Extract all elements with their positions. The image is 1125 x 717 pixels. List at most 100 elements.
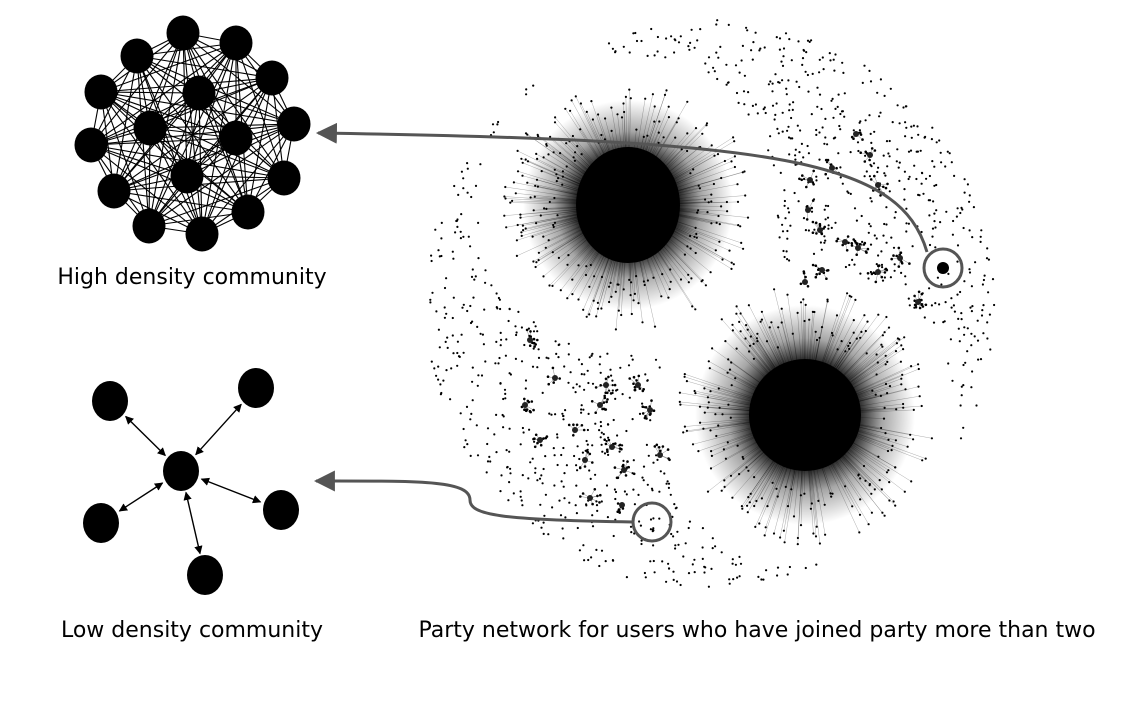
high-density-edge <box>100 91 249 213</box>
isolated-user-dot <box>716 77 719 81</box>
isolated-user-dot <box>824 117 827 120</box>
cluster-node <box>632 472 636 476</box>
isolated-user-dot <box>763 106 766 109</box>
cluster-node <box>534 433 538 437</box>
network-node <box>814 535 818 538</box>
isolated-user-dot <box>652 517 655 520</box>
isolated-user-dot <box>881 266 884 269</box>
isolated-user-dot <box>649 518 653 521</box>
cluster-node <box>606 450 609 454</box>
isolated-user-dot <box>515 331 518 334</box>
isolated-user-dot <box>931 235 934 238</box>
isolated-user-dot <box>878 115 881 118</box>
network-node <box>570 99 573 102</box>
isolated-user-dot <box>508 427 511 430</box>
isolated-user-dot <box>437 249 440 252</box>
isolated-user-dot <box>493 433 496 436</box>
cluster-node <box>883 271 887 274</box>
isolated-user-dot <box>726 81 730 84</box>
isolated-user-dot <box>576 445 579 448</box>
isolated-user-dot <box>656 458 659 461</box>
isolated-user-dot <box>982 304 985 307</box>
isolated-user-dot <box>567 381 570 384</box>
isolated-user-dot <box>588 469 591 472</box>
isolated-user-dot <box>960 312 963 315</box>
cluster-node <box>823 225 826 229</box>
isolated-user-dot <box>602 433 605 436</box>
isolated-user-dot <box>466 309 469 313</box>
isolated-user-dot <box>673 503 676 506</box>
cluster-node <box>798 177 801 181</box>
isolated-user-dot <box>560 480 563 483</box>
network-node <box>521 174 524 177</box>
isolated-user-dot <box>471 268 474 271</box>
isolated-user-dot <box>534 467 537 470</box>
isolated-user-dot <box>439 383 442 386</box>
isolated-user-dot <box>911 245 914 248</box>
cluster-node <box>604 391 607 395</box>
isolated-user-dot <box>497 362 500 365</box>
isolated-user-dot <box>490 284 493 287</box>
isolated-user-dot <box>553 454 556 457</box>
isolated-user-dot <box>788 38 791 41</box>
isolated-user-dot <box>504 397 507 400</box>
isolated-user-dot <box>707 585 711 588</box>
isolated-user-dot <box>588 356 591 359</box>
isolated-user-dot <box>635 39 639 43</box>
isolated-user-dot <box>980 314 984 317</box>
low-density-edge <box>183 491 203 555</box>
isolated-user-dot <box>580 373 583 376</box>
isolated-user-dot <box>536 366 539 369</box>
isolated-user-dot <box>499 331 502 334</box>
isolated-user-dot <box>561 527 564 530</box>
network-node <box>554 116 557 119</box>
network-node <box>772 532 776 535</box>
cluster-center <box>587 495 593 501</box>
high-density-community <box>74 15 311 252</box>
cluster-center <box>819 267 825 273</box>
cluster-node <box>604 442 608 446</box>
isolated-user-dot <box>638 412 642 415</box>
cluster-node <box>579 495 582 498</box>
isolated-user-dot <box>872 162 876 165</box>
isolated-user-dot <box>807 152 811 155</box>
cluster-node <box>825 269 829 272</box>
cluster-center <box>915 299 921 305</box>
high-density-nodes <box>74 15 311 252</box>
high-density-node <box>120 38 154 74</box>
isolated-user-dot <box>907 222 911 225</box>
cluster-node <box>799 282 803 286</box>
network-node <box>918 395 921 398</box>
isolated-user-dot <box>807 90 810 93</box>
isolated-user-dot <box>679 583 682 587</box>
isolated-user-dot <box>950 306 953 309</box>
low-density-community <box>83 368 299 595</box>
isolated-user-dot <box>820 107 823 111</box>
isolated-user-dot <box>741 44 745 48</box>
isolated-user-dot <box>514 325 517 328</box>
isolated-user-dot <box>599 436 602 439</box>
isolated-user-dot <box>987 291 990 294</box>
cluster-center <box>647 407 653 413</box>
network-node <box>824 533 827 536</box>
isolated-user-dot <box>508 308 511 311</box>
cluster-node <box>645 417 648 420</box>
isolated-user-dot <box>783 199 787 203</box>
isolated-user-dot <box>852 129 855 132</box>
isolated-user-dot <box>839 166 842 169</box>
isolated-user-dot <box>564 516 567 519</box>
cluster-center <box>802 279 808 285</box>
isolated-user-dot <box>991 278 995 281</box>
cluster-node <box>657 446 661 449</box>
low-density-leaf-node <box>238 368 274 408</box>
isolated-user-dot <box>903 188 906 191</box>
isolated-user-dot <box>486 442 489 446</box>
isolated-user-dot <box>968 229 971 232</box>
high-density-node <box>170 158 204 194</box>
high-density-edge <box>148 77 273 227</box>
network-node <box>595 315 598 318</box>
network-node <box>815 525 818 528</box>
cluster-node <box>583 465 587 468</box>
network-node <box>510 199 514 202</box>
isolated-user-dot <box>509 373 512 376</box>
